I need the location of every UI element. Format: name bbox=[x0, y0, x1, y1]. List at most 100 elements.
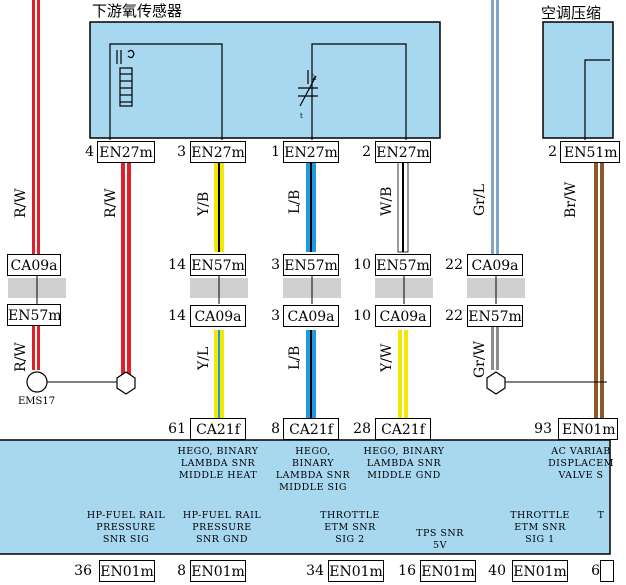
pin-number: 34 bbox=[306, 563, 324, 579]
wire-label: Y/B bbox=[196, 191, 212, 216]
pin-number: 1 bbox=[271, 144, 280, 160]
wire-w-b bbox=[397, 161, 409, 253]
signal-hego-sig: HEGO, BINARY LAMBDA SNR MIDDLE SIG bbox=[275, 446, 351, 493]
pin-number: 61 bbox=[168, 421, 186, 437]
pin-number: 16 bbox=[398, 563, 416, 579]
wire-l-b bbox=[306, 162, 316, 252]
wire-gr-l-top bbox=[491, 0, 499, 258]
connector-ca21f: CA21f bbox=[283, 418, 339, 440]
connector-ca21f: CA21f bbox=[190, 418, 246, 440]
connector-en01m: EN01m bbox=[512, 560, 568, 582]
pin-number: 22 bbox=[445, 257, 463, 273]
sensor-title: 下游氧传感器 bbox=[92, 2, 183, 20]
connector-truncated bbox=[600, 560, 614, 582]
connector-ca09a: CA09a bbox=[283, 305, 339, 327]
wire-left-lower bbox=[32, 326, 40, 370]
wire-label: Y/W bbox=[379, 343, 395, 372]
wire-left-top bbox=[32, 0, 40, 258]
sensor-element-box bbox=[311, 43, 407, 140]
lambda-symbol: λ bbox=[312, 74, 317, 82]
splice-node-ems17 bbox=[26, 371, 48, 393]
connector-en01m: EN01m bbox=[328, 560, 384, 582]
ac-compressor-title: 空调压缩 bbox=[541, 4, 602, 22]
ecu-panel bbox=[0, 439, 611, 555]
ground-label-ems17: EMS17 bbox=[18, 396, 56, 407]
connector-en01m: EN01m bbox=[190, 560, 246, 582]
t-symbol: t bbox=[300, 112, 303, 120]
heater-icon bbox=[116, 49, 135, 107]
connector-en57m: EN57m bbox=[190, 254, 246, 276]
connector-en57m: EN57m bbox=[7, 304, 62, 326]
wire-label: L/B bbox=[287, 189, 303, 214]
connector-en01m: EN01m bbox=[99, 560, 155, 582]
connector-en57m: EN57m bbox=[467, 305, 523, 327]
connector-en01m: EN01m bbox=[558, 418, 618, 440]
connector-en01m: EN01m bbox=[420, 560, 476, 582]
pin-number: 8 bbox=[271, 421, 280, 437]
lambda-sensor-icon bbox=[298, 70, 318, 107]
pin-number: 14 bbox=[168, 308, 186, 324]
signal-hego-gnd: HEGO, BINARY LAMBDA SNR MIDDLE GND bbox=[363, 446, 445, 481]
pin-number: 93 bbox=[534, 421, 552, 437]
pin-number: 3 bbox=[271, 308, 280, 324]
connector-ca21f: CA21f bbox=[375, 418, 431, 440]
wire-l-b-lower bbox=[306, 330, 316, 420]
pin-number: 4 bbox=[85, 144, 94, 160]
pin-number: 10 bbox=[353, 257, 371, 273]
signal-throttle-sig2: THROTTLE ETM SNR SIG 2 bbox=[320, 510, 380, 545]
wire-label: W/B bbox=[379, 186, 395, 216]
signal-truncated: T bbox=[597, 510, 605, 521]
pin-number: 14 bbox=[168, 257, 186, 273]
wire-y-w bbox=[398, 330, 408, 420]
wire-r-w bbox=[121, 162, 131, 380]
wire-label: Y/L bbox=[196, 346, 212, 370]
signal-hego-heat: HEGO, BINARY LAMBDA SNR MIDDLE HEAT bbox=[177, 446, 259, 481]
signal-ac-valve: AC VARIAB DISPLACEM VALVE S bbox=[548, 446, 614, 481]
connector-en27m: EN27m bbox=[375, 141, 431, 163]
pin-number: 6 bbox=[591, 563, 600, 579]
pin-number: 2 bbox=[548, 144, 557, 160]
pin-number: 28 bbox=[353, 421, 371, 437]
wire-y-l bbox=[214, 330, 224, 420]
connector-en57m: EN57m bbox=[375, 254, 431, 276]
ac-compressor-panel bbox=[542, 21, 614, 139]
splice-node-hex bbox=[116, 371, 136, 395]
signal-hp-fuel-sig: HP-FUEL RAIL PRESSURE SNR SIG bbox=[86, 510, 166, 545]
pin-number: 10 bbox=[353, 308, 371, 324]
connector-en57m: EN57m bbox=[283, 254, 339, 276]
connector-en27m: EN27m bbox=[283, 141, 339, 163]
connector-en27m: EN27m bbox=[190, 141, 246, 163]
connector-en27m: EN27m bbox=[97, 141, 155, 163]
connector-ca09a: CA09a bbox=[190, 305, 246, 327]
pin-number: 8 bbox=[177, 563, 186, 579]
signal-tps-5v: TPS SNR 5V bbox=[416, 528, 464, 551]
wire-label: Gr/W bbox=[472, 341, 488, 378]
wire-label: Br/W bbox=[563, 181, 579, 218]
connector-ca09a: CA09a bbox=[375, 305, 431, 327]
sensor-panel bbox=[89, 21, 441, 139]
wire-label: Gr/L bbox=[472, 184, 488, 216]
wiring-svg: λ t bbox=[0, 0, 614, 555]
pin-number: 2 bbox=[362, 144, 371, 160]
pin-number: 36 bbox=[74, 563, 92, 579]
wire-label: R/W bbox=[13, 342, 29, 372]
connector-ca09a: CA09a bbox=[467, 254, 523, 276]
pin-number: 40 bbox=[488, 563, 506, 579]
ac-inner-box bbox=[584, 59, 610, 140]
heater-box bbox=[109, 43, 223, 140]
wire-label: R/W bbox=[103, 188, 119, 218]
pin-number: 3 bbox=[177, 144, 186, 160]
connector-ca09a: CA09a bbox=[7, 254, 61, 276]
wire-label: L/B bbox=[287, 345, 303, 370]
wire-br-w bbox=[594, 162, 604, 420]
wire-y-b bbox=[214, 162, 224, 252]
wire-gr-w bbox=[491, 326, 499, 370]
splice-node-hex-right bbox=[486, 371, 506, 395]
signal-throttle-sig1: THROTTLE ETM SNR SIG 1 bbox=[510, 510, 570, 545]
wire-label: R/W bbox=[13, 188, 29, 218]
connector-en51m: EN51m bbox=[560, 141, 620, 163]
pin-number: 3 bbox=[271, 257, 280, 273]
signal-hp-fuel-gnd: HP-FUEL RAIL PRESSURE SNR GND bbox=[182, 510, 262, 545]
pin-number: 22 bbox=[445, 308, 463, 324]
